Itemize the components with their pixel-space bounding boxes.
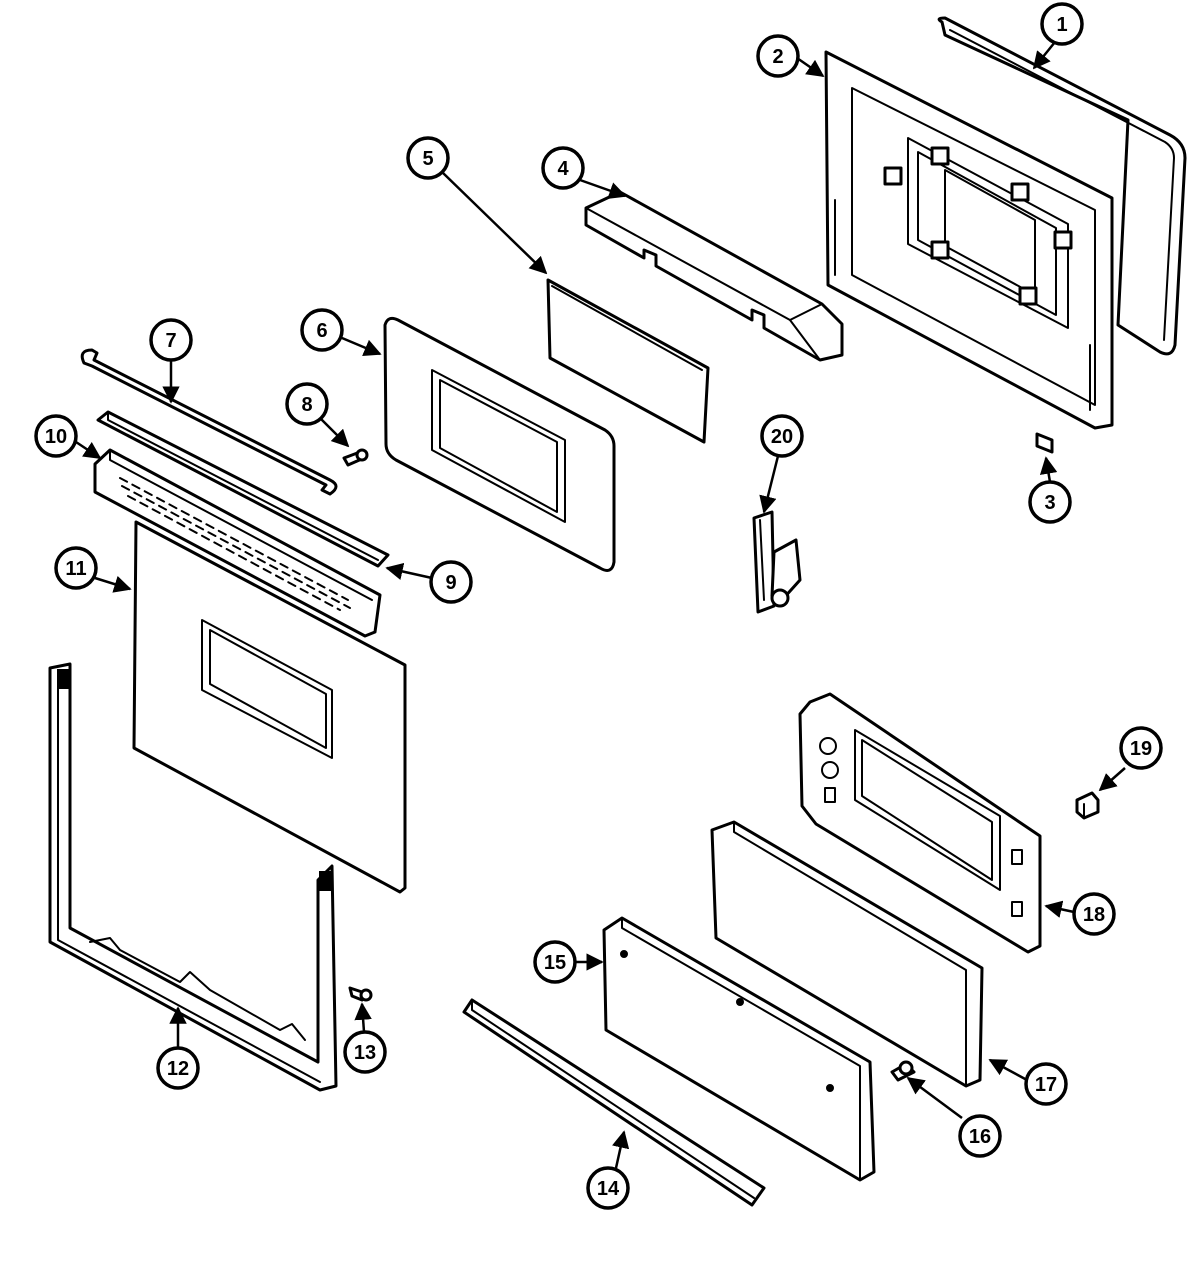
svg-text:13: 13 xyxy=(354,1042,376,1064)
part-9-trim-strip xyxy=(96,410,390,568)
svg-text:14: 14 xyxy=(597,1178,620,1200)
svg-text:15: 15 xyxy=(544,952,566,974)
part-11-outer-door-panel xyxy=(132,520,407,894)
part-1-door-gasket xyxy=(937,16,1187,356)
callout-5: 5 xyxy=(406,136,450,180)
callout-3: 3 xyxy=(1028,480,1072,524)
callout-20: 20 xyxy=(760,414,804,458)
svg-text:12: 12 xyxy=(167,1058,189,1080)
callout-7: 7 xyxy=(149,318,193,362)
callout-14: 14 xyxy=(586,1166,630,1210)
part-13-screw xyxy=(348,986,373,1002)
part-6-window-frame xyxy=(383,316,616,572)
svg-text:4: 4 xyxy=(557,158,569,180)
callout-17: 17 xyxy=(1024,1062,1068,1106)
callout-8: 8 xyxy=(285,382,329,426)
callout-13: 13 xyxy=(343,1030,387,1074)
part-8-screw xyxy=(342,448,369,467)
svg-text:18: 18 xyxy=(1083,904,1105,926)
svg-text:3: 3 xyxy=(1044,492,1055,514)
part-10-vent-panel xyxy=(93,448,382,638)
svg-text:17: 17 xyxy=(1035,1074,1057,1096)
callout-4: 4 xyxy=(541,146,585,190)
part-18-drawer-bracket xyxy=(798,692,1042,954)
callout-11: 11 xyxy=(54,546,98,590)
svg-text:8: 8 xyxy=(301,394,312,416)
part-19-clip xyxy=(1075,791,1100,820)
part-7-door-handle xyxy=(80,348,338,496)
callout-12: 12 xyxy=(156,1046,200,1090)
svg-text:20: 20 xyxy=(771,426,793,448)
svg-text:11: 11 xyxy=(65,558,86,580)
callout-18: 18 xyxy=(1072,892,1116,936)
callout-19: 19 xyxy=(1119,726,1163,770)
leader-lines xyxy=(72,41,1126,1169)
part-3-clip xyxy=(1035,432,1054,454)
part-4-baffle xyxy=(584,190,844,362)
svg-text:5: 5 xyxy=(422,148,433,170)
part-16-screw xyxy=(890,1060,916,1082)
callout-16: 16 xyxy=(958,1114,1002,1158)
svg-text:16: 16 xyxy=(969,1126,991,1148)
callout-15: 15 xyxy=(533,940,577,984)
svg-text:19: 19 xyxy=(1130,738,1152,760)
svg-text:7: 7 xyxy=(165,330,176,352)
svg-text:10: 10 xyxy=(45,426,67,448)
part-17-drawer-panel xyxy=(710,820,984,1088)
part-2-inner-door-panel xyxy=(824,50,1114,430)
svg-text:9: 9 xyxy=(445,572,456,594)
callout-9: 9 xyxy=(429,560,473,604)
part-5-glass-pane xyxy=(546,278,710,444)
svg-text:6: 6 xyxy=(316,320,327,342)
callout-1: 1 xyxy=(1040,2,1084,46)
svg-text:1: 1 xyxy=(1056,14,1067,36)
callout-6: 6 xyxy=(300,308,344,352)
svg-text:2: 2 xyxy=(772,46,783,68)
part-20-hinge xyxy=(752,510,802,614)
part-15-drawer-front xyxy=(602,916,876,1182)
part-14-trim-bar xyxy=(462,998,766,1207)
callout-2: 2 xyxy=(756,34,800,78)
callout-10: 10 xyxy=(34,414,78,458)
